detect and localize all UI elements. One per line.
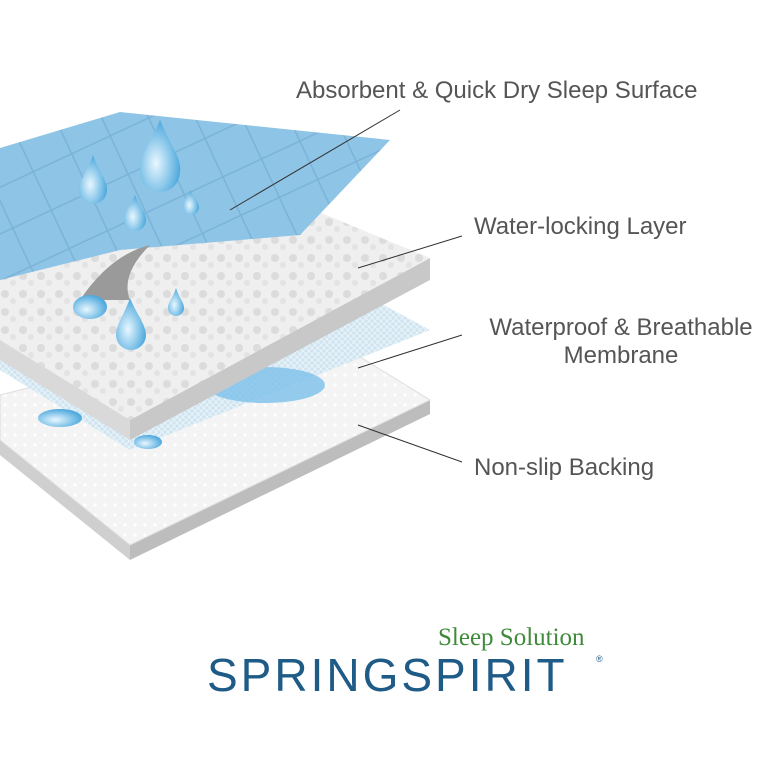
logo-tagline: Sleep Solution [438, 624, 585, 651]
registered-mark: ® [596, 654, 603, 664]
label-sleep-surface: Absorbent & Quick Dry Sleep Surface [296, 77, 698, 104]
brand-logo: SPRINGSPIRIT [207, 649, 568, 701]
leader-lines [229, 109, 463, 463]
water-locking-layer [0, 200, 430, 440]
label-membrane-line2: Membrane [563, 342, 679, 369]
label-non-slip-backing: Non-slip Backing [474, 454, 655, 481]
water-drops [73, 120, 199, 350]
surface-layer [0, 112, 390, 300]
label-membrane: Waterproof & Breathable Membrane [474, 314, 768, 370]
label-water-locking-layer: Water-locking Layer [474, 213, 687, 240]
label-membrane-line1: Waterproof & Breathable [489, 314, 753, 341]
